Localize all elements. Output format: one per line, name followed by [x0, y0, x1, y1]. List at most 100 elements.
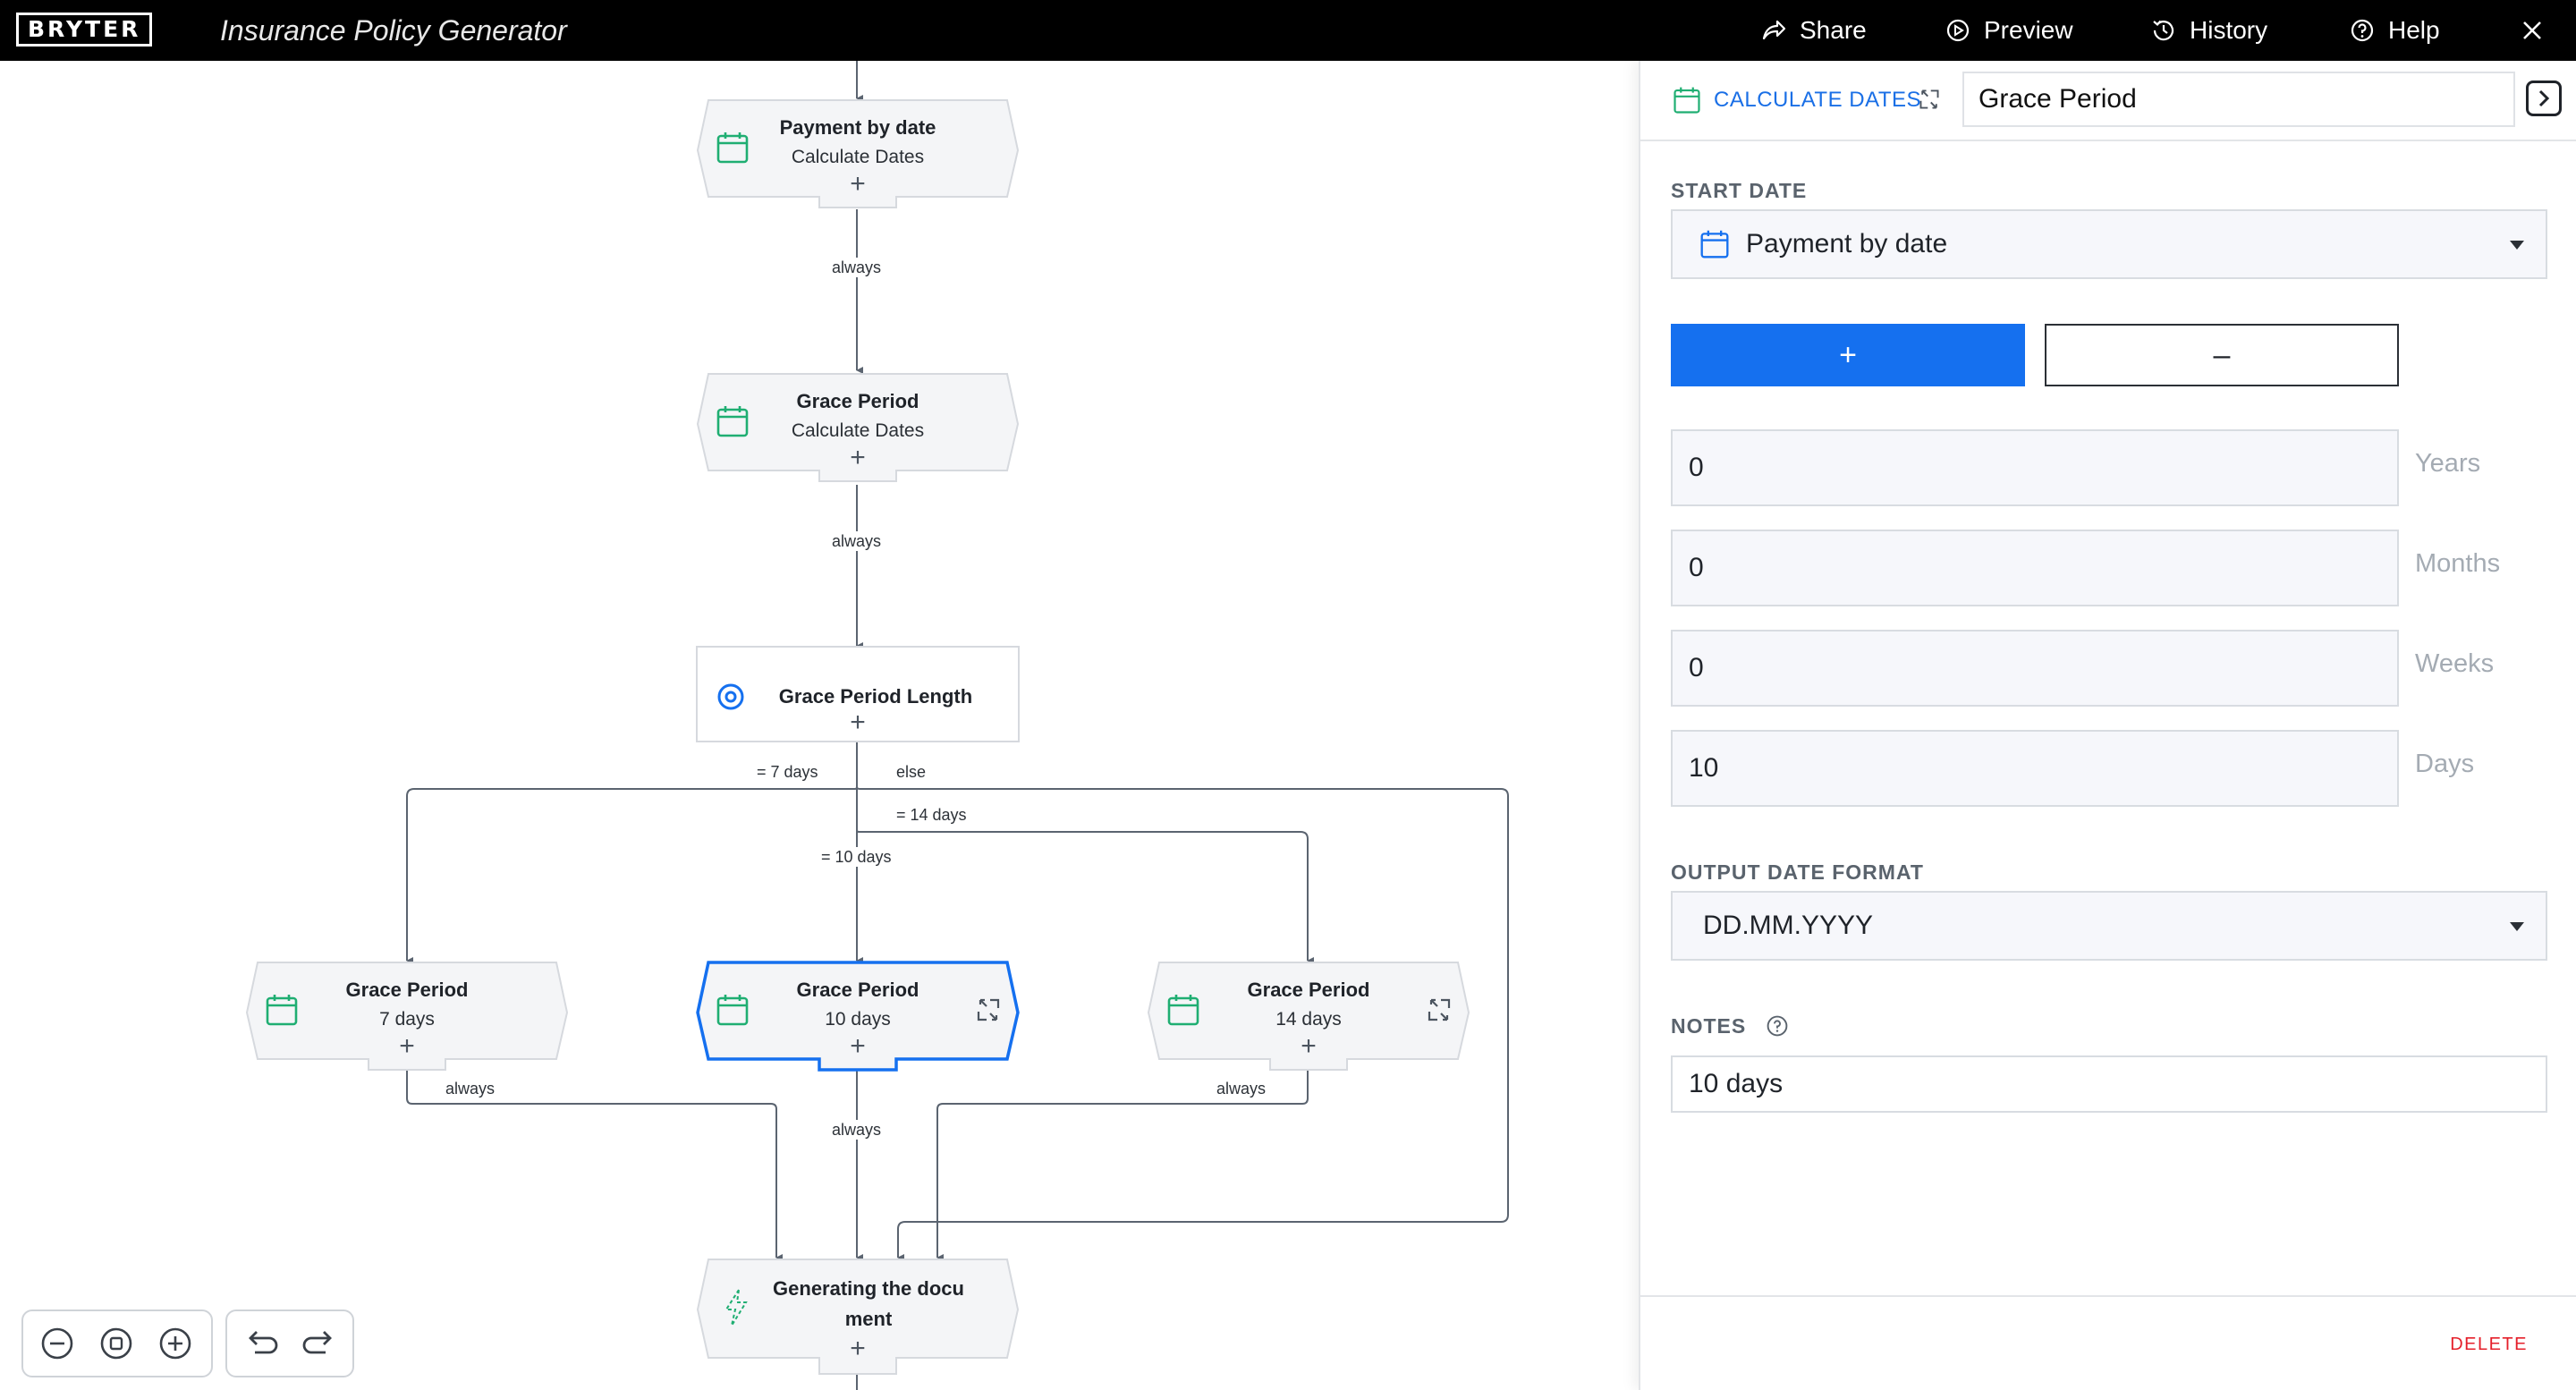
properties-panel: CALCULATE DATES START DATE Payment by da…: [1639, 61, 2576, 1390]
zoom-out-button[interactable]: [32, 1318, 82, 1369]
edge-7-generate: [406, 1068, 783, 1261]
dropdown-arrow-icon: [2510, 922, 2524, 931]
node-generating-document[interactable]: Generating the docu ment +: [696, 1258, 1020, 1376]
history-label: History: [2190, 16, 2268, 44]
play-circle-icon: [1946, 19, 1970, 42]
edge-length-14: [856, 742, 1314, 964]
notes-label-text: NOTES: [1671, 1014, 1747, 1038]
edge-label-always: always: [442, 1079, 499, 1098]
target-icon: [717, 683, 744, 710]
months-input[interactable]: [1671, 530, 2399, 606]
node-grace-period-7-days[interactable]: Grace Period 7 days +: [245, 961, 569, 1072]
redo-button[interactable]: [294, 1318, 343, 1369]
node-grace-period-10-days[interactable]: Grace Period 10 days +: [696, 961, 1020, 1072]
edge-label-always: always: [1213, 1079, 1270, 1098]
node-title-line1: Generating the docu: [773, 1277, 964, 1300]
node-subtitle: Calculate Dates: [791, 147, 925, 167]
info-icon[interactable]: [1766, 1014, 1789, 1038]
flow-canvas[interactable]: always always = 7 days else = 14 days = …: [0, 61, 1639, 1390]
notes-input[interactable]: [1671, 1055, 2547, 1113]
bryter-logo[interactable]: BRYTER: [16, 13, 153, 47]
edge-label-eq10: = 10 days: [818, 847, 895, 867]
top-bar: BRYTER Insurance Policy Generator Share …: [0, 0, 2576, 61]
node-type-label: CALCULATE DATES: [1673, 86, 1921, 114]
weeks-input[interactable]: [1671, 630, 2399, 707]
node-grace-period-14-days[interactable]: Grace Period 14 days +: [1147, 961, 1470, 1072]
app-title: Insurance Policy Generator: [220, 14, 567, 47]
add-node-button[interactable]: +: [850, 169, 866, 199]
delete-button[interactable]: DELETE: [2450, 1335, 2528, 1354]
share-icon: [1762, 20, 1786, 40]
add-node-button[interactable]: +: [850, 443, 866, 472]
add-node-button[interactable]: +: [850, 1031, 866, 1061]
zoom-in-button[interactable]: [150, 1318, 200, 1369]
calendar-icon: [716, 406, 749, 437]
zoom-out-icon: [41, 1327, 73, 1360]
edge-label-else: else: [893, 762, 930, 782]
start-date-select[interactable]: Payment by date: [1671, 209, 2547, 279]
notes-label: NOTES: [1671, 1014, 1789, 1038]
history-button[interactable]: History: [2150, 11, 2267, 50]
node-payment-by-date[interactable]: Payment by date Calculate Dates +: [696, 98, 1020, 209]
weeks-label: Weeks: [2415, 649, 2495, 678]
calendar-icon: [1167, 995, 1199, 1026]
node-subtitle: Calculate Dates: [791, 420, 925, 441]
flow-edges: [406, 61, 1509, 1390]
node-subtitle: 14 days: [1275, 1009, 1342, 1030]
panel-header: CALCULATE DATES: [1640, 61, 2576, 141]
months-label: Months: [2415, 549, 2501, 578]
days-label: Days: [2415, 750, 2475, 778]
close-button[interactable]: [2519, 11, 2546, 50]
collapse-panel-button[interactable]: [2526, 81, 2562, 116]
node-name-input[interactable]: [1962, 72, 2515, 127]
fit-view-button[interactable]: [91, 1318, 141, 1369]
add-node-button[interactable]: +: [399, 1031, 415, 1061]
help-button[interactable]: Help: [2349, 11, 2440, 50]
node-title: Grace Period: [1247, 979, 1370, 1001]
edge-label-eq7: = 7 days: [753, 762, 822, 782]
start-date-value: Payment by date: [1746, 229, 1948, 259]
edge-label-always: always: [828, 1120, 886, 1140]
zoom-in-icon: [159, 1327, 191, 1360]
calendar-icon: [1700, 230, 1729, 259]
close-icon: [2523, 21, 2541, 39]
add-operation-button[interactable]: +: [1671, 324, 2025, 386]
history-controls: [225, 1309, 354, 1377]
sync-icon[interactable]: [1918, 88, 1941, 111]
edge-label-always: always: [828, 531, 886, 551]
calendar-icon: [266, 995, 298, 1026]
node-title: Grace Period: [796, 979, 919, 1001]
calendar-icon: [716, 132, 749, 164]
node-subtitle: 7 days: [379, 1009, 435, 1030]
help-label: Help: [2388, 16, 2440, 44]
add-node-button[interactable]: +: [850, 1334, 866, 1363]
node-title: Grace Period Length: [778, 685, 973, 708]
preview-button[interactable]: Preview: [1945, 11, 2073, 50]
node-title-line2: ment: [844, 1308, 893, 1330]
days-input[interactable]: [1671, 730, 2399, 807]
node-subtitle: 10 days: [825, 1009, 891, 1030]
edge-label-always: always: [828, 258, 886, 277]
output-date-format-value: DD.MM.YYYY: [1703, 911, 1874, 940]
edge-length-else: [856, 742, 1509, 1261]
add-node-button[interactable]: +: [850, 708, 866, 737]
years-input[interactable]: [1671, 429, 2399, 506]
add-node-button[interactable]: +: [1301, 1031, 1317, 1061]
fit-view-icon: [100, 1327, 132, 1360]
undo-button[interactable]: [236, 1318, 285, 1369]
chevron-right-icon: [2538, 89, 2550, 107]
help-icon: [2351, 19, 2374, 42]
history-icon: [2153, 20, 2174, 41]
share-button[interactable]: Share: [1760, 11, 1867, 50]
node-title: Grace Period: [345, 979, 469, 1001]
panel-footer: DELETE: [1640, 1295, 2576, 1390]
redo-icon: [302, 1331, 332, 1354]
node-grace-period-length[interactable]: Grace Period Length +: [696, 646, 1020, 742]
edge-14-generate: [936, 1068, 1309, 1261]
output-date-format-select[interactable]: DD.MM.YYYY: [1671, 891, 2547, 961]
node-type-text: CALCULATE DATES: [1714, 88, 1921, 112]
sync-icon: [1428, 998, 1451, 1021]
node-grace-period[interactable]: Grace Period Calculate Dates +: [696, 372, 1020, 483]
subtract-operation-button[interactable]: –: [2045, 324, 2399, 386]
calendar-icon: [1674, 87, 1700, 114]
